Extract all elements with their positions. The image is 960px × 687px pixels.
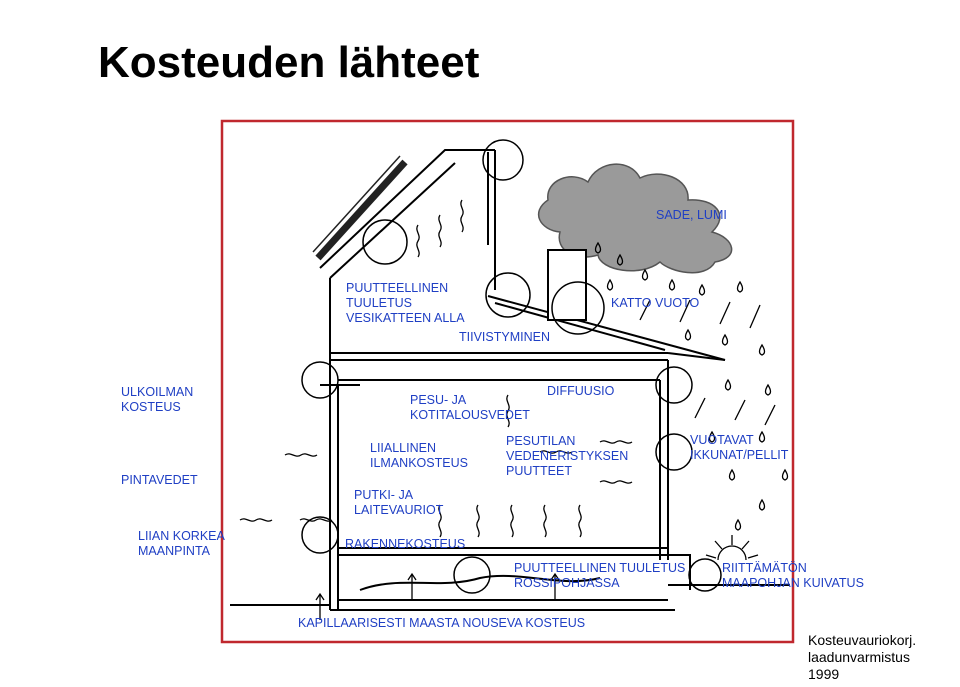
rain-drops [594, 241, 789, 531]
label-diffuusio: DIFFUUSIO [547, 384, 615, 398]
label-riittamaton-maapohjan-kuivatus: RIITTÄMÄTÖN MAAPOHJAN KUIVATUS [722, 561, 864, 590]
label-sade-lumi: SADE, LUMI [656, 208, 727, 222]
label-vuotavat-ikkunat: VUOTAVAT IKKUNAT/PELLIT [690, 433, 789, 462]
vapour-arrows [239, 199, 633, 538]
cloud-icon [537, 163, 733, 274]
splash-icon [705, 535, 759, 561]
source-note: Kosteuvauriokorj. laadunvarmistus 1999 [808, 632, 917, 682]
capillary-arrows [315, 572, 560, 620]
label-puutteellinen-tuuletus-rossipohjassa: PUUTTEELLINEN TUULETUS ROSSIPOHJASSA [514, 561, 686, 590]
label-pintavedet: PINTAVEDET [121, 473, 198, 487]
label-kapillaarisesti: KAPILLAARISESTI MAASTA NOUSEVA KOSTEUS [298, 616, 586, 630]
label-pesutilan-vedeneristyksen: PESUTILAN VEDENERISTYKSEN PUUTTEET [506, 434, 629, 478]
solar-panel [315, 159, 408, 261]
diagram-frame [220, 119, 795, 644]
label-tiivistyminen: TIIVISTYMINEN [459, 330, 550, 344]
label-tuuletus-vesikatteen: PUUTTEELLINEN TUULETUS VESIKATTEEN ALLA [346, 281, 465, 325]
detail-circles [301, 139, 722, 594]
label-katto-vuoto: KATTO VUOTO [611, 296, 700, 310]
label-liian-korkea-maanpinta: LIIAN KORKEA MAANPINTA [138, 529, 225, 558]
label-pesu-kotitalousvedet: PESU- JA KOTITALOUSVEDET [410, 393, 530, 422]
label-rakennekosteus: RAKENNEKOSTEUS [345, 537, 466, 551]
rain-streaks [639, 299, 776, 426]
label-liiallinen-ilmankosteus: LIIALLINEN ILMANKOSTEUS [370, 441, 468, 470]
house-outline [230, 149, 790, 611]
slide-title: Kosteuden lähteet [98, 38, 480, 87]
label-putki-laitevauriot: PUTKI- JA LAITEVAURIOT [354, 488, 444, 517]
label-ulkoilman-kosteus: ULKOILMAN KOSTEUS [121, 385, 194, 414]
